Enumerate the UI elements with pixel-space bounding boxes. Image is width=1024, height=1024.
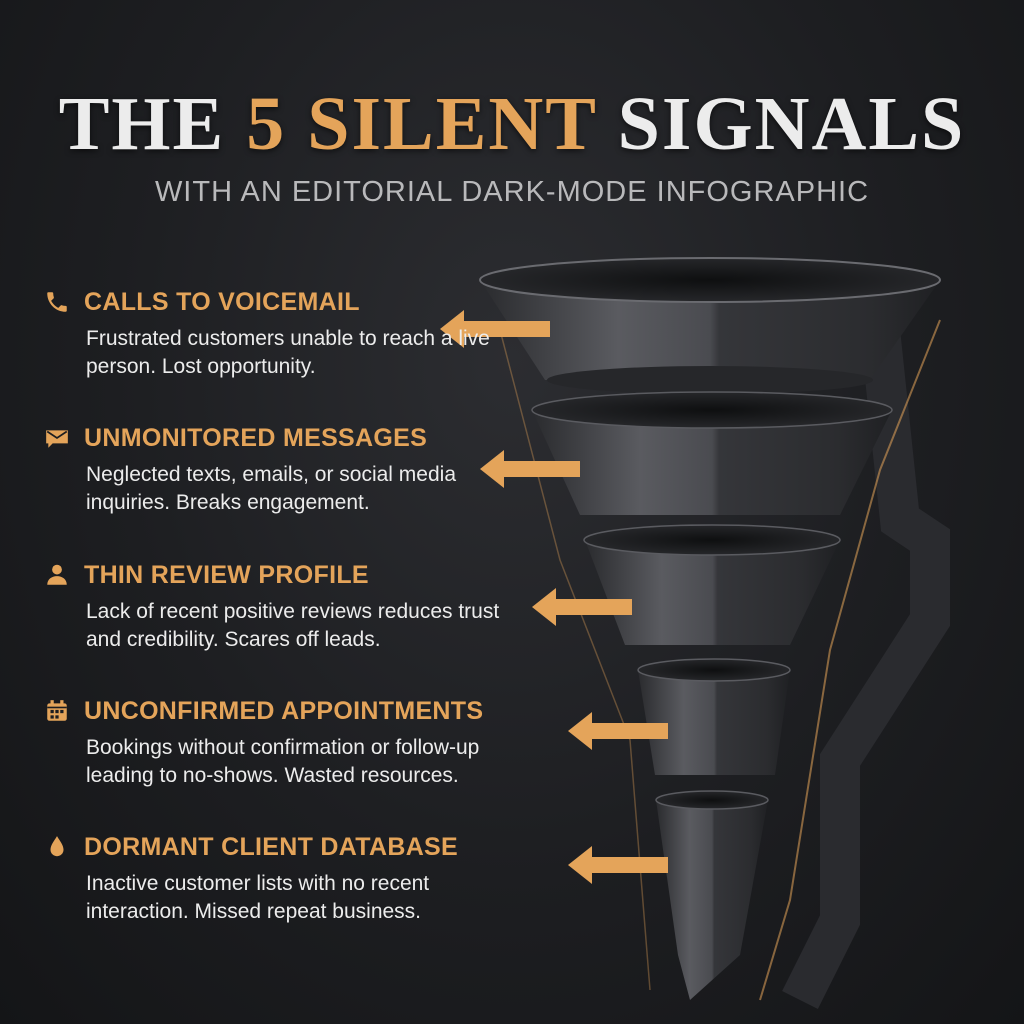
person-icon	[47, 564, 67, 585]
signal-description: Lack of recent positive reviews reduces …	[86, 600, 500, 651]
subtitle: WITH AN EDITORIAL DARK-MODE INFOGRAPHIC	[154, 176, 870, 208]
signal-dormant-client-database: DORMANT CLIENT DATABASE Inactive custome…	[44, 830, 564, 926]
title-part-2: SIGNALS	[596, 82, 966, 166]
page-title: THE 5 SILENT SIGNALS	[0, 86, 1024, 162]
funnel-segment-5	[655, 790, 769, 1000]
drop-icon	[50, 836, 64, 857]
signal-description: Bookings without confirmation or follow-…	[86, 736, 480, 787]
title-accent: 5 SILENT	[246, 82, 597, 166]
signal-calls-to-voicemail: CALLS TO VOICEMAIL Frustrated customers …	[44, 285, 564, 381]
signal-description: Inactive customer lists with no recent i…	[86, 872, 430, 923]
signal-title: UNMONITORED MESSAGES	[84, 423, 428, 452]
signal-unconfirmed-appointments: UNCONFIRMED APPOINTMENTS Bookings withou…	[44, 694, 564, 790]
signal-unmonitored-messages: UNMONITORED MESSAGES Neglected texts, em…	[44, 421, 564, 517]
phone-icon	[47, 292, 67, 312]
arrow-1	[440, 310, 550, 348]
signal-title: THIN REVIEW PROFILE	[84, 560, 369, 589]
signal-description: Neglected texts, emails, or social media…	[86, 463, 456, 514]
signal-thin-review-profile: THIN REVIEW PROFILE Lack of recent posit…	[44, 558, 564, 654]
arrow-2	[480, 450, 580, 488]
calendar-icon	[47, 700, 67, 721]
mail-icon	[46, 430, 68, 448]
funnel-segment-3	[583, 524, 841, 656]
funnel-segment-4	[637, 658, 791, 786]
signal-title: UNCONFIRMED APPOINTMENTS	[84, 696, 484, 725]
funnel-segment-2	[531, 391, 893, 526]
funnel-segment-1	[479, 257, 941, 394]
signal-title: DORMANT CLIENT DATABASE	[84, 832, 459, 861]
signal-title: CALLS TO VOICEMAIL	[84, 287, 360, 316]
arrow-3	[532, 588, 632, 626]
title-part-1: THE	[58, 82, 247, 166]
arrow-5	[568, 846, 668, 884]
funnel-backdrop	[782, 327, 950, 1009]
arrow-4	[568, 712, 668, 750]
signal-description: Frustrated customers unable to reach a l…	[86, 327, 490, 378]
glow-line-right	[759, 319, 941, 1001]
